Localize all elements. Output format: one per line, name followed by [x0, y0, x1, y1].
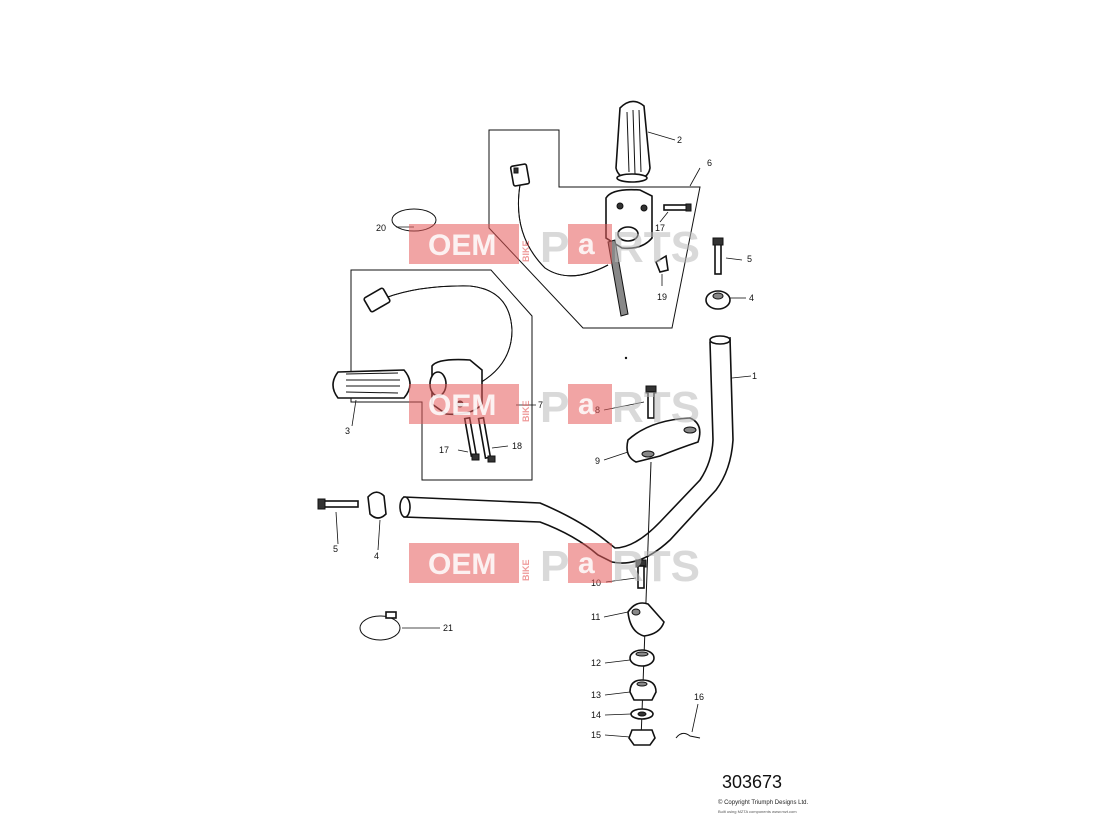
svg-text:P: P — [540, 542, 569, 591]
figure-number: 303673 — [722, 772, 783, 792]
callout-21: 21 — [443, 623, 453, 633]
clip-19 — [655, 254, 669, 273]
svg-text:BIKE: BIKE — [521, 240, 531, 262]
svg-text:P: P — [540, 383, 569, 432]
end-weight-4-lower — [367, 491, 387, 519]
clip-21 — [359, 611, 401, 641]
reference-dot — [624, 356, 628, 360]
callout-1: 1 — [752, 371, 757, 381]
callout-2: 2 — [677, 135, 682, 145]
screw-18 — [477, 416, 496, 463]
callout-5-lower: 5 — [333, 544, 338, 554]
callout-4-lower: 4 — [374, 551, 379, 561]
callout-15: 15 — [591, 730, 601, 740]
bolt-10 — [635, 559, 647, 589]
screw-17-lower — [463, 416, 480, 461]
callout-17-lower: 17 — [439, 445, 449, 455]
svg-text:RTS: RTS — [612, 383, 700, 432]
group-outline-7 — [350, 269, 533, 481]
svg-text:OEM: OEM — [428, 229, 496, 262]
watermark-3: OEM BIKE P a RTS — [409, 542, 700, 591]
svg-text:BIKE: BIKE — [521, 559, 531, 581]
callout-18: 18 — [512, 441, 522, 451]
callout-16: 16 — [694, 692, 704, 702]
right-grip — [615, 100, 651, 183]
washer-14 — [630, 708, 654, 720]
lower-clamp-11 — [627, 602, 665, 637]
callout-11: 11 — [591, 612, 600, 622]
rubber-mount-13 — [629, 679, 657, 701]
left-grip — [332, 369, 411, 399]
callout-20: 20 — [376, 223, 386, 233]
copyright-notice: © Copyright Triumph Designs Ltd. — [718, 800, 809, 806]
watermark-2: OEM BIKE P a RTS — [409, 383, 700, 432]
svg-text:RTS: RTS — [612, 223, 700, 272]
watermark-1: OEM BIKE P a RTS — [409, 223, 700, 272]
split-pin-16 — [675, 732, 701, 739]
bolt-5-upper — [712, 237, 724, 275]
callout-7: 7 — [538, 400, 543, 410]
svg-text:a: a — [578, 228, 595, 261]
callout-12: 12 — [591, 658, 601, 668]
screw-17-upper — [663, 203, 692, 212]
svg-text:OEM: OEM — [428, 389, 496, 422]
end-weight-4-upper — [705, 290, 731, 310]
rubber-mount-12 — [629, 649, 655, 667]
svg-text:a: a — [578, 547, 595, 580]
bolt-5-lower — [317, 498, 359, 510]
nut-15 — [628, 729, 656, 746]
svg-text:BIKE: BIKE — [521, 400, 531, 422]
top-clamp-9 — [626, 417, 701, 463]
callout-9: 9 — [595, 456, 600, 466]
callout-19: 19 — [657, 292, 667, 302]
svg-text:a: a — [578, 388, 595, 421]
build-credit: Built using MZTA components www.mzt.com — [718, 809, 797, 814]
bolt-8 — [645, 385, 657, 419]
callout-5-upper: 5 — [747, 254, 752, 264]
svg-text:OEM: OEM — [428, 548, 496, 581]
callout-13: 13 — [591, 690, 601, 700]
svg-text:P: P — [540, 223, 569, 272]
leader-lines — [335, 131, 752, 738]
svg-text:RTS: RTS — [612, 542, 700, 591]
callout-4-upper: 4 — [749, 293, 754, 303]
right-switch-housing — [509, 163, 653, 317]
callout-17-upper: 17 — [655, 223, 665, 233]
callout-3: 3 — [345, 426, 350, 436]
callout-14: 14 — [591, 710, 601, 720]
callout-6: 6 — [707, 158, 712, 168]
